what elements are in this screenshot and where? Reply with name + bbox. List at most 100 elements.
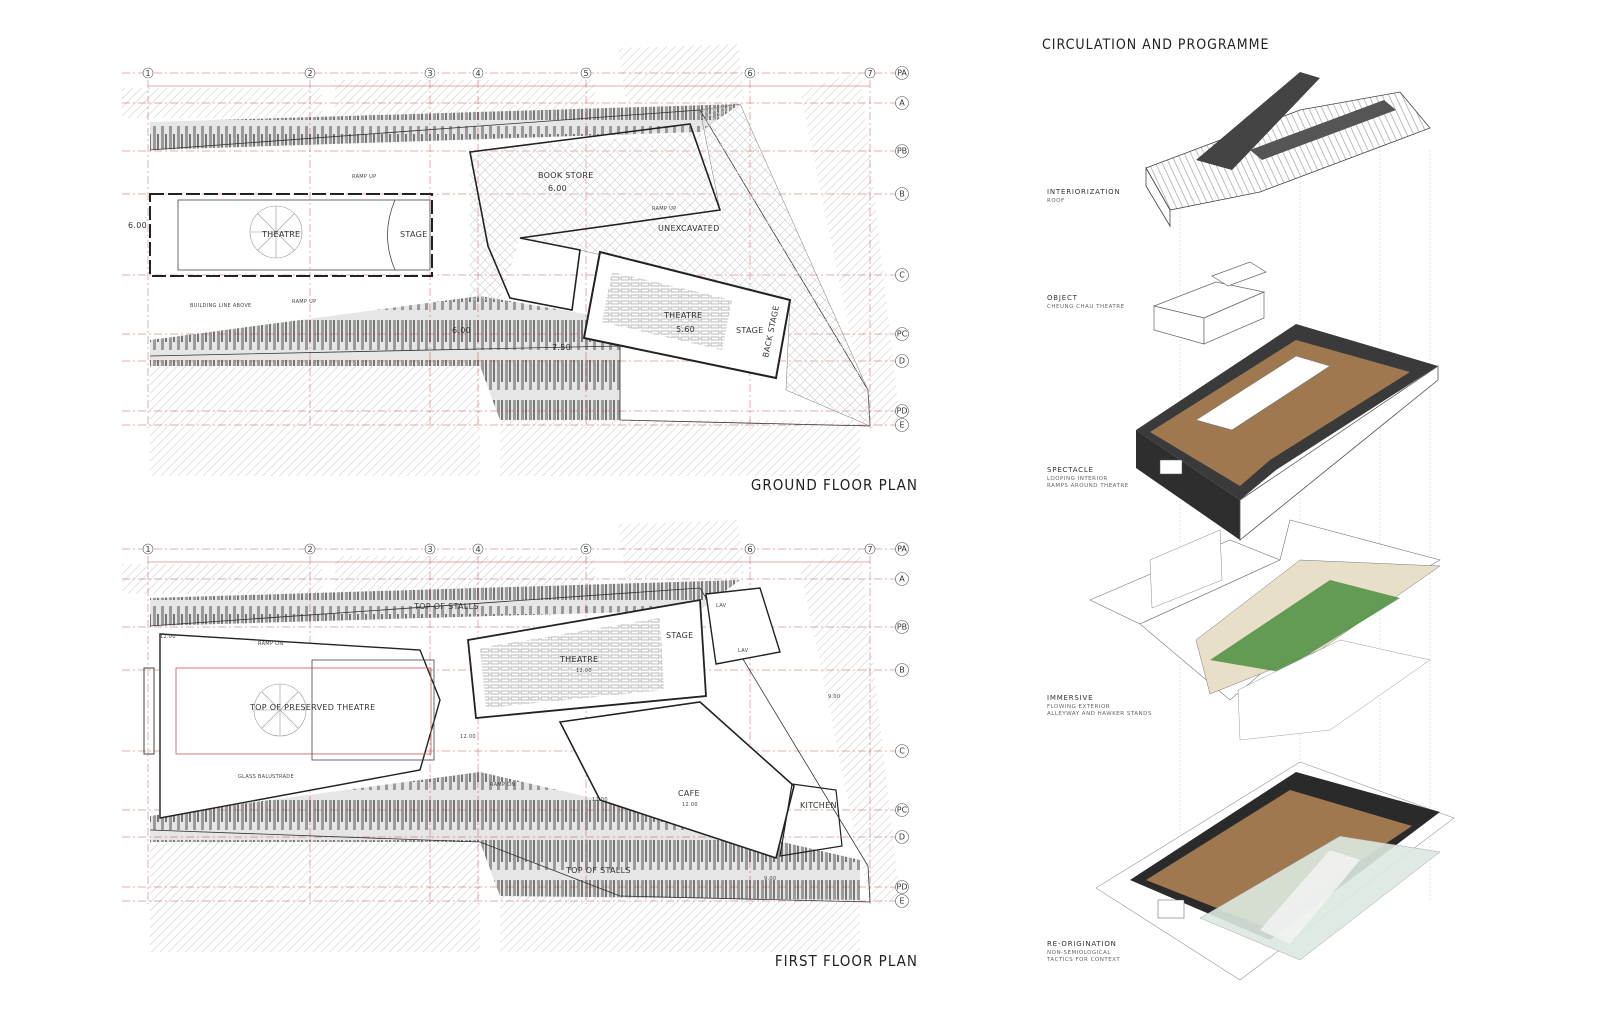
grid-row-label: PA [897,545,907,554]
grid-bubble [895,268,909,282]
context-block [800,70,900,430]
grid-column-label: 2 [307,545,312,554]
level-marker: 12.00 [160,634,176,640]
theatre-new-label: THEATRE [663,311,702,320]
stage-upper-label: STAGE [666,631,693,640]
grid-bubble [424,543,436,555]
grid-bubble [895,620,909,634]
ramp-on-label: RAMP ON [490,782,515,788]
grid-bubble [895,803,909,817]
context-block [150,842,480,952]
grid-row-label: PD [897,883,908,892]
grid-column-label: 3 [427,69,432,78]
ramp-on-label: RAMP ON [258,641,283,647]
grid-bubble [580,67,592,79]
grid-bubble [864,67,876,79]
grid-bubble [580,543,592,555]
grid-column-label: 2 [307,69,312,78]
theatre-seating [602,272,732,350]
preserved-theatre-wall [149,193,433,277]
upper-deck [159,633,441,819]
lavatory-block [705,587,781,665]
grid-row-label: PC [897,806,908,815]
grid-bubble [895,572,909,586]
stage-title: SPECTACLE [1047,466,1094,474]
projection-lines [1179,110,1431,900]
level-marker: 7.50 [552,343,571,352]
top-of-stalls-label: TOP OF STALLS [565,866,631,875]
corridor-hatch [470,132,720,300]
context-block [500,896,860,952]
cafe-area [558,701,795,860]
stage-title: IMMERSIVE [1047,694,1093,702]
glass-balustrade-label: GLASS BALUSTRADE [238,774,294,780]
grid-column-label: 5 [583,545,588,554]
lav-label: LAV [716,603,727,609]
cafe-level: 12.00 [682,802,698,808]
grid-bubble [895,404,909,418]
unexcavated-label: UNEXCAVATED [658,224,720,233]
spectacle-layer [1136,324,1439,541]
grid-column-label: 4 [475,545,480,554]
stage-title: OBJECT [1047,294,1078,302]
grid-bubble [142,67,154,79]
book-store-wall [469,123,722,311]
theatre-new-level: 5.60 [676,325,695,334]
context-block [150,366,480,476]
circulation-panel: CIRCULATION AND PROGRAMME [1042,37,1455,981]
stage-subtitle: NON-SEMIOLOGICAL [1047,950,1111,956]
stage-subtitle: CHEUNG CHAU THEATRE [1047,304,1125,310]
grid-column-label: 3 [427,545,432,554]
grid-bubble [744,67,756,79]
stage-old-label: STAGE [400,230,427,239]
grid-column-label: 1 [145,69,150,78]
object-layer [1152,261,1267,345]
theatre-upper-label: THEATRE [559,655,598,664]
tree-symbol [253,683,307,737]
grid-bubble [895,354,909,368]
immersive-layer [1089,519,1441,741]
structural-grid [122,548,896,904]
stage-curve [387,199,396,271]
grid-bubble [895,880,909,894]
stalls-band-lower [150,296,620,420]
site-boundary [149,587,871,903]
grid-bubble [895,66,909,80]
grid-bubble [895,744,909,758]
grid-column-label: 1 [145,545,150,554]
grid-bubble [142,543,154,555]
grid-bubble [304,543,316,555]
cafe-label: CAFE [678,789,700,798]
stage-new-label: STAGE [736,326,763,335]
context-block [800,546,900,906]
grid-row-label: B [899,190,905,199]
level-marker: 12.00 [460,734,476,740]
preserved-theatre-roof [175,667,432,755]
grid-row-label: B [899,666,905,675]
stalls-band-upper [150,580,740,626]
stage-subtitle: ALLEYWAY AND HAWKER STANDS [1047,711,1152,717]
level-marker: 9.00 [764,876,776,882]
stage-subtitle: RAMPS AROUND THEATRE [1047,483,1129,489]
top-of-stalls-label: TOP OF STALLS [413,602,479,611]
grid-bubble [895,327,909,341]
grid-row-label: PD [897,407,908,416]
grid-row-label: PC [897,330,908,339]
stalls-band-upper [150,104,740,150]
grid-bubble [895,830,909,844]
grid-bubble [895,542,909,556]
stage-subtitle: TACTICS FOR CONTEXT [1046,957,1120,963]
grid-row-label: D [899,833,905,842]
reorigination-layer [1095,761,1455,981]
level-marker: 9.00 [828,694,840,700]
grid-bubble [472,543,484,555]
grid-column-label: 6 [747,69,752,78]
grid-bubble [895,96,909,110]
grid-row-label: D [899,357,905,366]
kitchen-area [779,783,843,857]
grid-row-label: C [899,271,905,280]
